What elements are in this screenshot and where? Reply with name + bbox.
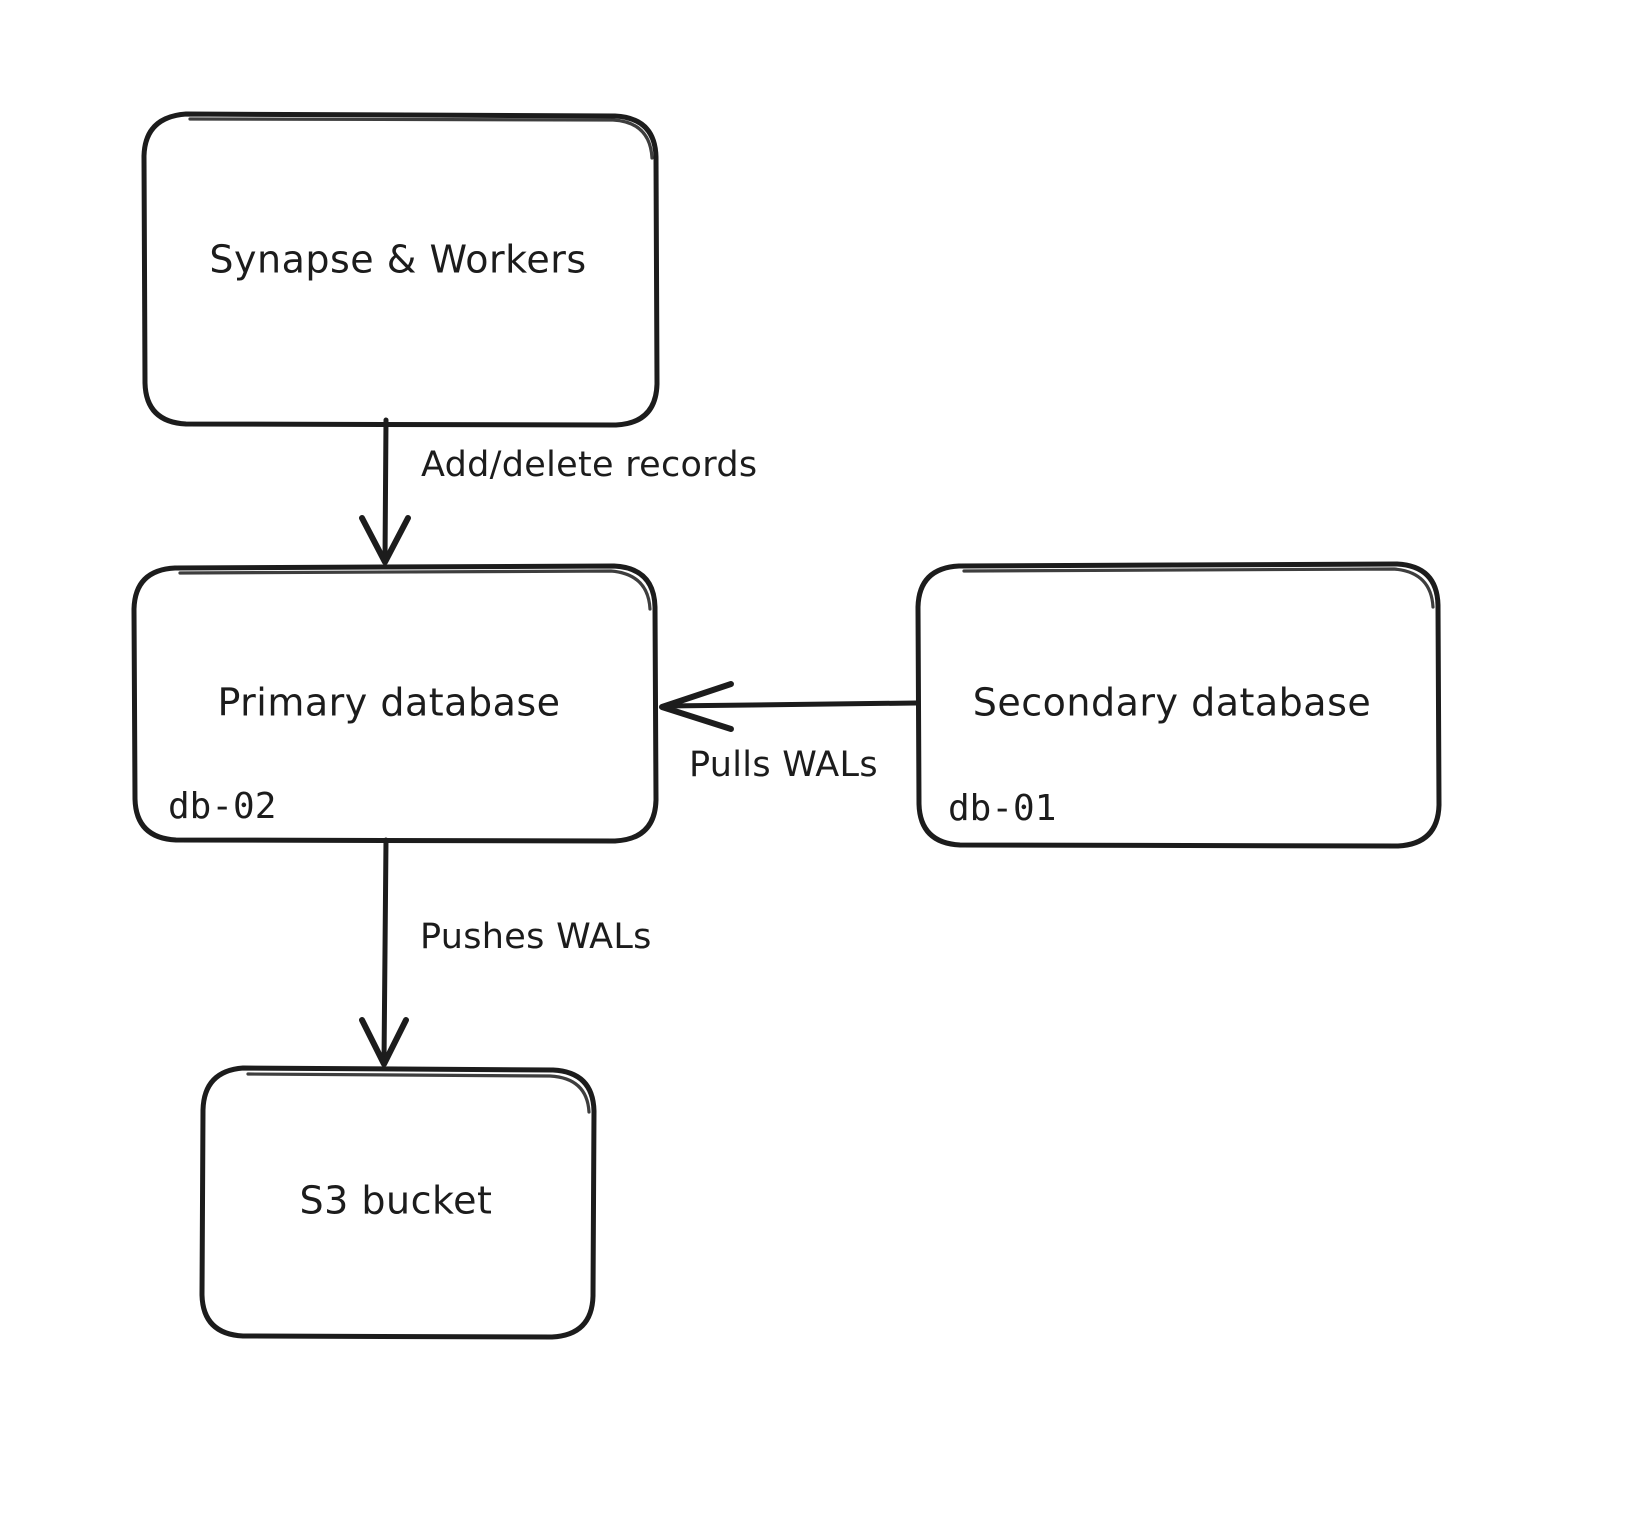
node-synapse-workers-box-sketch bbox=[188, 117, 654, 160]
node-secondary-database-sublabel: db-01 bbox=[948, 788, 1056, 829]
node-primary-database-label: Primary database bbox=[217, 681, 560, 725]
edge-synapse-to-primary-label: Add/delete records bbox=[421, 445, 757, 485]
node-synapse-workers-label: Synapse & Workers bbox=[209, 238, 586, 282]
edge-synapse-to-primary-arrowhead bbox=[359, 515, 411, 565]
node-secondary-database-label: Secondary database bbox=[973, 681, 1372, 725]
node-secondary-database-box-sketch bbox=[962, 567, 1435, 609]
edge-primary-to-s3-label: Pushes WALs bbox=[420, 917, 652, 957]
node-primary-database[interactable]: Primary database db-02 bbox=[131, 563, 659, 844]
edge-secondary-to-primary-label: Pulls WALs bbox=[689, 745, 878, 785]
node-synapse-workers-box bbox=[141, 111, 660, 428]
edge-primary-to-s3-arrowhead bbox=[359, 1017, 409, 1067]
node-s3-bucket-box-sketch bbox=[246, 1072, 591, 1114]
edge-secondary-to-primary-line bbox=[661, 700, 919, 709]
edge-primary-to-s3-line bbox=[381, 837, 389, 1065]
node-primary-database-sublabel: db-02 bbox=[168, 786, 276, 827]
edge-secondary-to-primary[interactable]: Pulls WALs bbox=[659, 681, 919, 785]
edge-secondary-to-primary-arrowhead bbox=[659, 681, 734, 732]
edge-primary-to-s3[interactable]: Pushes WALs bbox=[359, 837, 652, 1067]
node-primary-database-box bbox=[131, 563, 659, 844]
edge-synapse-to-primary[interactable]: Add/delete records bbox=[359, 417, 757, 565]
node-synapse-workers[interactable]: Synapse & Workers bbox=[141, 111, 660, 428]
node-primary-database-box-sketch bbox=[178, 569, 652, 611]
node-s3-bucket[interactable]: S3 bucket bbox=[199, 1065, 597, 1340]
node-s3-bucket-box bbox=[199, 1065, 597, 1340]
edge-synapse-to-primary-line bbox=[382, 417, 389, 563]
node-secondary-database[interactable]: Secondary database db-01 bbox=[915, 561, 1442, 849]
node-s3-bucket-label: S3 bucket bbox=[300, 1179, 493, 1223]
node-secondary-database-box bbox=[915, 561, 1442, 849]
